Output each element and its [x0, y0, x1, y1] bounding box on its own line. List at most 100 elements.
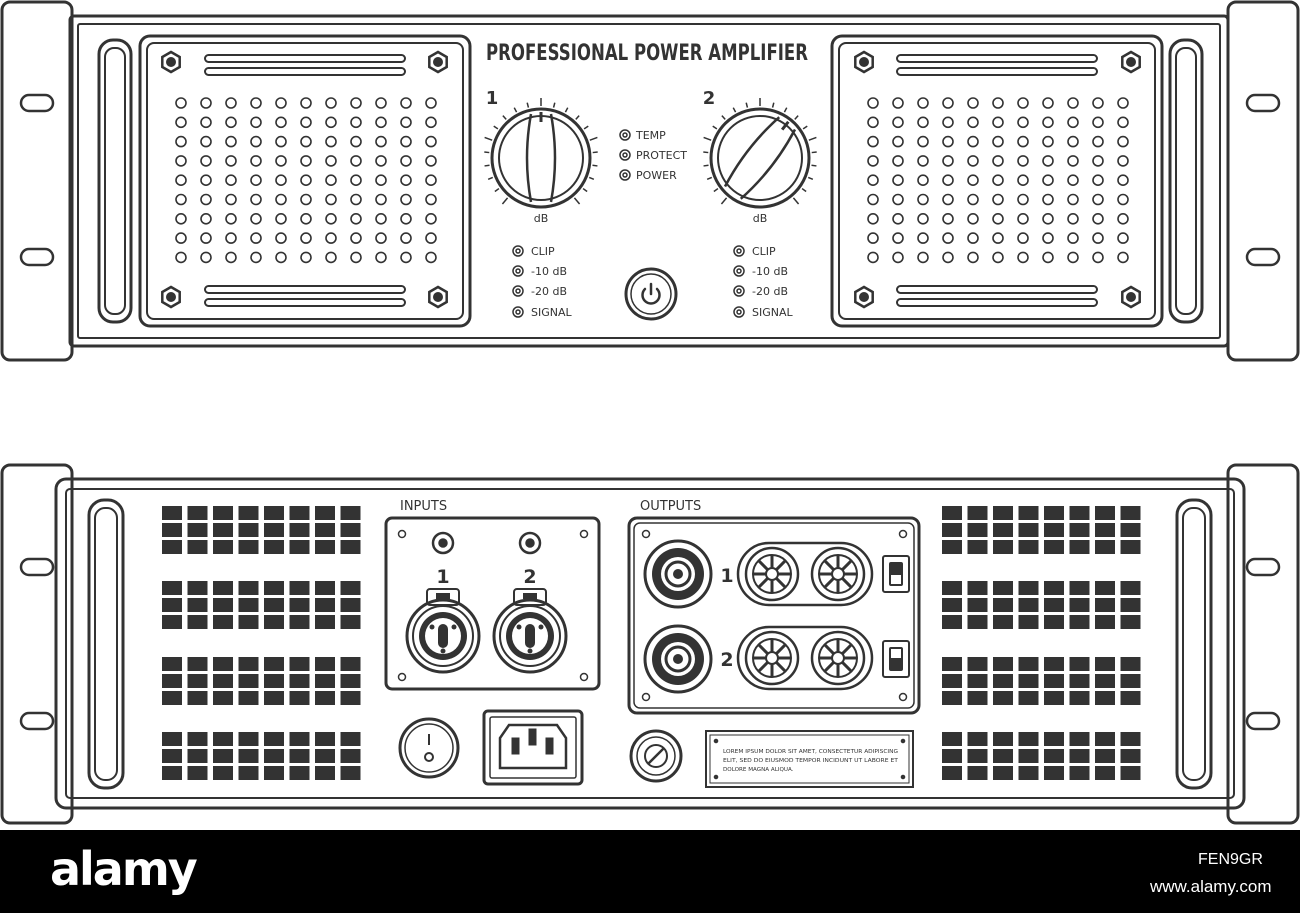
rack-mount-hole — [1245, 93, 1281, 113]
rack-mount-hole — [19, 93, 55, 113]
binding-post-terminals[interactable] — [744, 546, 866, 686]
grille-hole — [250, 213, 262, 225]
grille-hole — [942, 174, 954, 186]
binding-post[interactable] — [810, 546, 866, 602]
vent-slot — [340, 581, 361, 595]
footer-logo: alamy — [50, 842, 198, 896]
grille-hole — [1042, 232, 1054, 244]
meter-right-minus20: -20 dB — [752, 285, 788, 298]
grille-hole — [892, 97, 904, 109]
grille-hole — [1067, 116, 1079, 129]
vent-slot — [1120, 581, 1141, 595]
speakon-output-jack[interactable] — [643, 624, 713, 694]
vent-slot — [162, 598, 182, 612]
vent-slot — [942, 540, 962, 554]
binding-post[interactable] — [810, 630, 866, 686]
vent-slot — [264, 674, 284, 688]
vent-slot — [1044, 674, 1064, 688]
knob-tick — [783, 107, 788, 113]
grille-hole — [867, 97, 879, 109]
speakon-connectors[interactable] — [643, 539, 713, 694]
knob-tick — [573, 197, 581, 205]
iec-power-socket[interactable] — [482, 709, 584, 786]
vent-slot — [315, 691, 335, 705]
vent-slot — [967, 657, 988, 671]
knob-tick — [706, 176, 713, 181]
gain-knob-2[interactable] — [709, 107, 811, 209]
binding-post[interactable] — [744, 546, 800, 602]
grille-hole — [1017, 116, 1029, 129]
grille-hole — [325, 174, 337, 186]
grille-hole — [867, 116, 879, 129]
vent-slot — [993, 732, 1013, 746]
vent-slot — [213, 615, 233, 629]
vent-slot — [315, 581, 335, 595]
speakon-output-jack[interactable] — [643, 539, 713, 609]
grille-hole — [250, 174, 262, 186]
vent-slot — [340, 674, 361, 688]
grille-hole — [400, 174, 412, 186]
grille-hole — [275, 251, 287, 264]
knob-tick — [745, 102, 749, 108]
rear-panel — [0, 463, 1300, 825]
grille-hole — [350, 232, 362, 244]
grille-hole — [992, 193, 1004, 206]
grille-hole — [350, 174, 362, 186]
gain-knob-1[interactable] — [490, 107, 592, 209]
power-icon — [641, 282, 661, 305]
vent-slot — [264, 766, 284, 780]
power-button[interactable] — [624, 267, 678, 321]
output-2-number: 2 — [720, 649, 733, 671]
vent-slot — [289, 506, 310, 520]
grille-hole — [942, 97, 954, 109]
knob-1-unit: dB — [534, 212, 549, 225]
grille-hole — [917, 251, 929, 264]
vent-slot — [1069, 506, 1090, 520]
rocker-power-switch[interactable] — [398, 717, 460, 779]
input-trs-jacks[interactable] — [431, 531, 542, 555]
vent-slot — [238, 749, 259, 763]
knob-tick — [808, 136, 817, 141]
grille-hole — [400, 97, 412, 109]
rack-mount-hole — [1245, 557, 1281, 577]
xlr-combo-jack[interactable] — [405, 598, 481, 674]
grille-hole — [992, 135, 1004, 148]
grille-hole — [992, 232, 1004, 244]
output-switches[interactable] — [882, 555, 910, 678]
grille-hole — [175, 232, 187, 244]
grille-hole — [325, 213, 337, 225]
vent-slot — [238, 598, 259, 612]
binding-post[interactable] — [744, 630, 800, 686]
grille-hole — [425, 135, 437, 148]
vent-slot — [315, 674, 335, 688]
vent-slot — [340, 657, 361, 671]
knob-tick — [589, 136, 598, 141]
grille-hole — [1067, 135, 1079, 148]
meter-left-clip: CLIP — [531, 245, 555, 258]
vent-slot — [1095, 691, 1115, 705]
xlr-connectors[interactable] — [405, 588, 568, 674]
grille-hole — [917, 213, 929, 225]
vent-slot — [340, 540, 361, 554]
vent-slot — [238, 615, 259, 629]
xlr-combo-jack[interactable] — [492, 598, 568, 674]
front-rack-ear-right — [1226, 0, 1300, 362]
grille-hole — [1117, 193, 1129, 206]
vent-slot — [289, 732, 310, 746]
vent-slot — [162, 506, 182, 520]
vent-slot — [993, 581, 1013, 595]
grille-hole — [1042, 174, 1054, 186]
grille-hole — [1067, 213, 1079, 225]
grille-hole — [175, 174, 187, 186]
vent-slot — [289, 749, 310, 763]
fuse-holder[interactable] — [629, 729, 683, 783]
rear-handle-left — [87, 498, 125, 790]
grille-hole — [400, 251, 412, 264]
hex-screw-center — [859, 292, 869, 302]
grille-hole — [942, 213, 954, 225]
rear-chassis — [54, 477, 1246, 810]
grille-hole — [1092, 174, 1104, 186]
grille-hole — [967, 232, 979, 244]
vent-slot — [942, 749, 962, 763]
grille-hole — [300, 193, 312, 206]
